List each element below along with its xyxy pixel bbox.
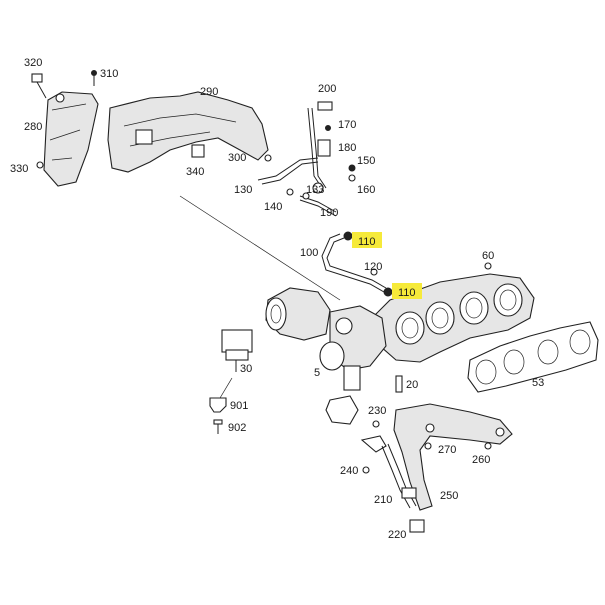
label-140: 140 bbox=[264, 201, 282, 213]
actuator-30 bbox=[221, 329, 253, 372]
washer-330 bbox=[36, 161, 44, 169]
label-210: 210 bbox=[374, 494, 392, 506]
bolt-120 bbox=[370, 268, 378, 276]
label-5: 5 bbox=[314, 367, 320, 379]
stud-20 bbox=[395, 375, 403, 393]
bolt-270 bbox=[424, 442, 432, 450]
leader-100 bbox=[179, 195, 341, 301]
banjo-133 bbox=[312, 182, 324, 194]
label-130: 130 bbox=[234, 184, 252, 196]
bolt-320 bbox=[31, 73, 47, 99]
part-902 bbox=[213, 419, 223, 434]
heat-shield-bracket-280 bbox=[43, 91, 99, 187]
highlight-110b bbox=[392, 283, 422, 299]
heat-shield-290 bbox=[107, 91, 269, 173]
label-250: 250 bbox=[440, 490, 458, 502]
gasket-53 bbox=[467, 321, 599, 393]
seal-160 bbox=[348, 174, 356, 182]
label-290: 290 bbox=[200, 86, 218, 98]
label-120: 120 bbox=[364, 261, 382, 273]
label-133: 133 bbox=[306, 184, 324, 196]
label-170: 170 bbox=[338, 119, 356, 131]
label-100: 100 bbox=[300, 247, 318, 259]
label-200: 200 bbox=[318, 83, 336, 95]
oil-feed-line bbox=[257, 101, 356, 217]
oil-pipe-100 bbox=[321, 231, 393, 297]
label-320: 320 bbox=[24, 57, 42, 69]
label-280: 280 bbox=[24, 121, 42, 133]
label-230: 230 bbox=[368, 405, 386, 417]
bolt-170 bbox=[325, 125, 331, 131]
label-53: 53 bbox=[532, 377, 544, 389]
label-901: 901 bbox=[230, 400, 248, 412]
label-240: 240 bbox=[340, 465, 358, 477]
seal-150 bbox=[348, 164, 356, 172]
banjo-bolt-200 bbox=[317, 101, 333, 111]
clip-340 bbox=[191, 144, 205, 158]
label-300: 300 bbox=[228, 152, 246, 164]
label-340: 340 bbox=[186, 166, 204, 178]
label-310: 310 bbox=[100, 68, 118, 80]
clamp-300 bbox=[264, 154, 272, 162]
nut-60 bbox=[484, 262, 492, 270]
seal-190 bbox=[302, 192, 310, 200]
label-902: 902 bbox=[228, 422, 246, 434]
label-60: 60 bbox=[482, 250, 494, 262]
nut-260 bbox=[484, 442, 492, 450]
label-160: 160 bbox=[357, 184, 375, 196]
nut-310 bbox=[91, 70, 97, 86]
label-190: 190 bbox=[320, 207, 338, 219]
part-901 bbox=[209, 397, 227, 413]
turbocharger-5 bbox=[265, 287, 387, 425]
label-330: 330 bbox=[10, 163, 28, 175]
label-110-upper: 110 bbox=[358, 236, 376, 248]
label-220: 220 bbox=[388, 529, 406, 541]
label-270: 270 bbox=[438, 444, 456, 456]
label-260: 260 bbox=[472, 454, 490, 466]
label-20: 20 bbox=[406, 379, 418, 391]
label-150: 150 bbox=[357, 155, 375, 167]
bolt-230 bbox=[372, 420, 380, 428]
label-110-lower: 110 bbox=[398, 287, 416, 299]
highlight-110a bbox=[352, 232, 382, 248]
oil-return-pipe-210 bbox=[360, 435, 417, 509]
clip-180 bbox=[317, 139, 331, 157]
bolt-240 bbox=[362, 466, 370, 474]
label-30: 30 bbox=[240, 363, 252, 375]
bracket-250 bbox=[393, 403, 513, 511]
plug-220 bbox=[409, 519, 425, 533]
label-180: 180 bbox=[338, 142, 356, 154]
bolt-140 bbox=[286, 188, 294, 196]
